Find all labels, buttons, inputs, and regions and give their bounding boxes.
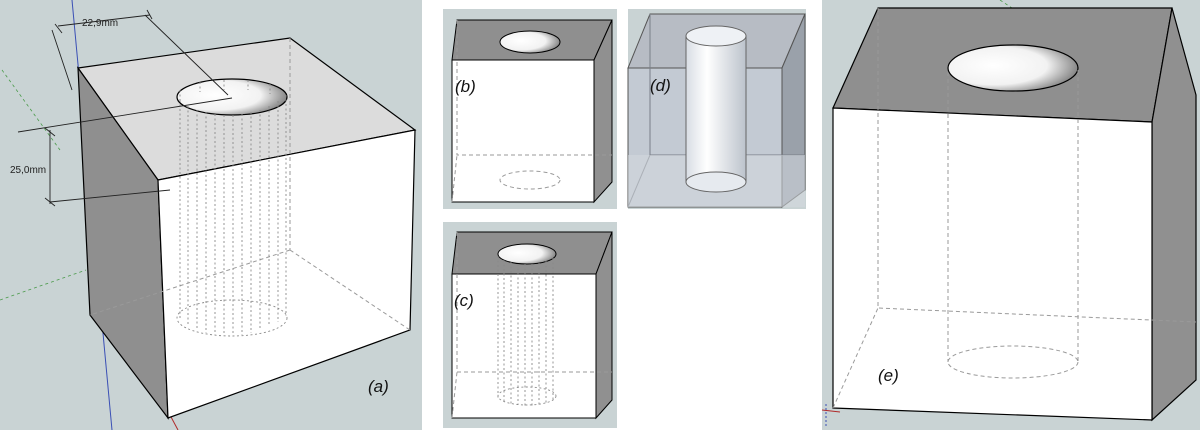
dimension-depth-text: 25,0mm xyxy=(10,165,46,176)
corner-axes xyxy=(821,409,841,413)
panel-a: 22,9mm 25,0mm (a) xyxy=(0,0,422,430)
hole-top xyxy=(176,78,288,116)
hole-hidden-cylinder xyxy=(176,80,288,337)
cube-front-face xyxy=(451,59,595,203)
panel-e-label: (e) xyxy=(878,366,899,385)
green-axis-2 xyxy=(1,69,61,151)
panel-d: (d) xyxy=(627,9,806,209)
cylinder-body xyxy=(685,35,747,183)
dimension-diameter: 22,9mm xyxy=(51,9,229,96)
hole-hidden-walls xyxy=(947,70,1079,362)
hole-top xyxy=(497,243,557,265)
cylinder-bottom xyxy=(685,171,747,193)
cube-front-face xyxy=(157,129,416,419)
cube-front-face xyxy=(451,273,597,419)
hidden-edges xyxy=(89,38,411,331)
panel-d-label: (d) xyxy=(650,76,671,95)
hole-bottom-hidden xyxy=(947,345,1079,379)
cylinder-top xyxy=(685,25,747,47)
panel-b: (b) xyxy=(443,9,617,209)
dimension-depth: 25,0mm xyxy=(10,97,233,207)
panel-e: (e) xyxy=(821,0,1200,430)
panel-a-label: (a) xyxy=(368,377,389,396)
hole-top xyxy=(499,30,561,54)
panel-b-label: (b) xyxy=(455,77,476,96)
hole-bottom-hidden xyxy=(499,170,561,190)
panel-c-label: (c) xyxy=(454,291,474,310)
panel-c: (c) xyxy=(443,222,617,428)
cube-front-face xyxy=(832,107,1153,421)
hole-hidden-cylinder xyxy=(497,256,557,406)
hidden-edges xyxy=(832,8,1197,409)
hidden-edges xyxy=(451,20,612,203)
hidden-edges xyxy=(451,232,612,419)
dimension-diameter-text: 22,9mm xyxy=(82,18,118,29)
hole-top xyxy=(947,44,1079,92)
